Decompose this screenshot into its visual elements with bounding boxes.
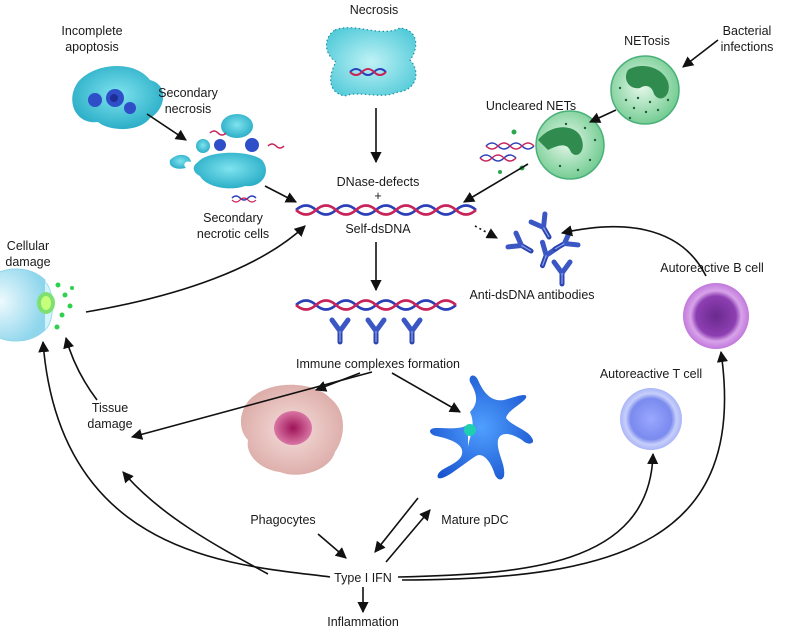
bacterial-infections-label-line2: infections	[721, 40, 774, 54]
dnase-defects-label: DNase-defects	[337, 175, 420, 189]
autoreactive-b-cell-label: Autoreactive B cell	[660, 261, 764, 275]
incomplete-apoptosis-cell	[72, 65, 164, 130]
incomplete-apoptosis-label-line1: Incomplete	[61, 24, 122, 38]
cellular-damage-cell	[0, 268, 74, 342]
necrosis-label: Necrosis	[350, 3, 399, 17]
arrow-apoptosis-to-secondary	[146, 113, 187, 141]
arrow-bcell-to-antibodies	[560, 225, 707, 277]
self-dsdna-label: Self-dsDNA	[345, 222, 411, 236]
mature-pdc-cell	[430, 375, 534, 480]
arrow-ifn-to-cellular	[38, 340, 331, 578]
incomplete-apoptosis-label-line2: apoptosis	[65, 40, 119, 54]
immune-complexes-formation-label: Immune complexes formation	[296, 357, 460, 371]
arrow-ifn-to-bcell	[401, 350, 728, 581]
netosis-label: NETosis	[624, 34, 670, 48]
netosis-neutrophil	[610, 55, 680, 125]
uncleared-nets-label: Uncleared NETs	[486, 99, 576, 113]
arrow-phagocytes-to-ifn	[317, 533, 347, 559]
autoreactive-t-cell	[620, 388, 682, 450]
arrow-pdc-to-ifn	[374, 497, 419, 553]
secondary-necrosis-label-line1: Secondary	[158, 86, 219, 100]
necrosis-cell	[325, 27, 417, 97]
anti-dsdna-antibodies	[508, 214, 578, 284]
autoreactive-b-cell	[683, 283, 749, 349]
arrow-complex-to-tissue	[130, 371, 373, 440]
phagocyte-cell	[240, 384, 344, 475]
arrow-nets-to-dna	[463, 163, 529, 203]
secondary-necrosis-label-line2: necrosis	[165, 102, 212, 116]
arrow-cellular-damage-to-dna	[85, 225, 306, 313]
type-i-ifn-label: Type I IFN	[334, 571, 392, 585]
bacterial-infections-label-line1: Bacterial	[723, 24, 772, 38]
cellular-damage-label-line1: Cellular	[7, 239, 49, 253]
arrow-complex-to-pdc	[391, 372, 461, 413]
arrow-necrotic-to-dna	[264, 185, 297, 203]
cellular-damage-label-line2: damage	[5, 255, 50, 269]
arrow-tissue-to-cellular	[63, 336, 98, 401]
arrow-dna-to-antibodies-dotted	[474, 225, 498, 239]
secondary-necrotic-cells-label-line2: necrotic cells	[197, 227, 269, 241]
anti-dsdna-antibodies-label: Anti-dsDNA antibodies	[469, 288, 594, 302]
central-dsdna	[295, 204, 477, 216]
arrow-netosis-to-nets	[588, 109, 617, 123]
immune-complex	[295, 299, 457, 343]
uncleared-nets-neutrophil	[479, 110, 605, 180]
tissue-damage-label-line2: damage	[87, 417, 132, 431]
secondary-necrotic-cells-label-line1: Secondary	[203, 211, 264, 225]
phagocytes-label: Phagocytes	[250, 513, 315, 527]
autoreactive-t-cell-label: Autoreactive T cell	[600, 367, 702, 381]
arrow-ifn-to-tcell	[397, 452, 659, 578]
inflammation-label: Inflammation	[327, 615, 399, 629]
arrow-complex-to-phagocyte	[314, 372, 361, 392]
mature-pdc-label: Mature pDC	[441, 513, 508, 527]
arrows	[38, 39, 728, 614]
secondary-necrotic-cells	[169, 114, 285, 203]
arrow-ifn-to-pdc	[385, 509, 431, 563]
arrow-ifn-to-tissue	[122, 471, 269, 575]
arrow-bacterial-to-netosis	[682, 39, 719, 68]
plus-label: +	[374, 189, 381, 203]
tissue-damage-label-line1: Tissue	[92, 401, 128, 415]
